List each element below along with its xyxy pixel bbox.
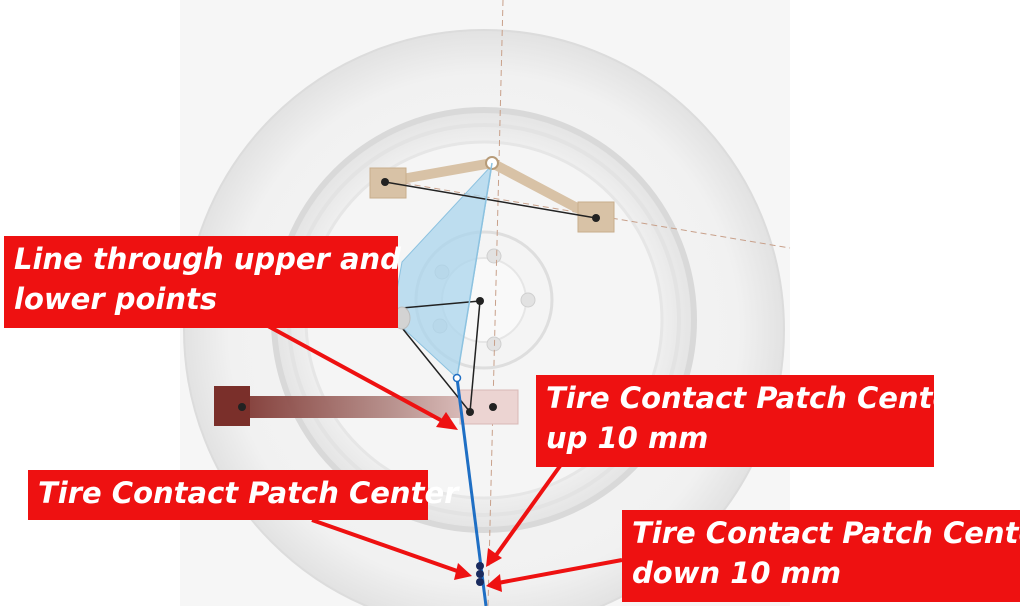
contact-patch-center-point	[476, 570, 484, 578]
leader-line-contact-down	[486, 558, 623, 592]
upper-arm-axis-line	[384, 181, 597, 219]
callout-line-through-points: Line through upper and lower points	[4, 236, 401, 328]
contact-patch-up-point	[476, 562, 484, 570]
upright-line-vertical	[469, 300, 481, 413]
upper-arm-pivot-right	[592, 214, 600, 222]
callout-contact-patch-down-line1: Tire Contact Patch Center	[632, 516, 1024, 550]
spindle-point	[476, 297, 484, 305]
leader-line-contact-up	[486, 464, 562, 567]
lug-hole	[520, 292, 536, 308]
callout-line-through-points-line2: lower points	[14, 282, 218, 316]
contact-patch-down-point	[476, 578, 484, 586]
callout-contact-patch-down: Tire Contact Patch Center down 10 mm	[622, 510, 1024, 602]
lower-arm-bar	[228, 396, 518, 418]
upper-arm-bushing-left	[369, 167, 407, 199]
lug-hole	[486, 248, 502, 264]
lower-ball-joint	[452, 373, 462, 383]
callout-contact-patch-up: Tire Contact Patch Center up 10 mm	[536, 375, 967, 467]
lower-arm-pivot	[489, 403, 497, 411]
upright-line-diagonal	[393, 317, 471, 413]
callout-line-through-points-line1: Line through upper and	[14, 242, 401, 276]
callout-contact-patch-center: Tire Contact Patch Center	[28, 470, 459, 520]
vertical-reference-line	[487, 0, 504, 606]
callout-contact-patch-up-line1: Tire Contact Patch Center	[546, 381, 967, 415]
lower-upright-point	[466, 408, 474, 416]
upper-arm-pivot-left	[381, 178, 389, 186]
leader-line-contact-center	[311, 518, 472, 580]
callout-contact-patch-center-line1: Tire Contact Patch Center	[38, 476, 459, 510]
callout-contact-patch-down-line2: down 10 mm	[632, 556, 842, 590]
upright-line-upper	[401, 300, 481, 309]
leader-line-steering	[267, 324, 458, 430]
tie-rod-pivot	[238, 403, 246, 411]
callout-contact-patch-up-line2: up 10 mm	[546, 421, 709, 455]
upright-upper-axis	[456, 162, 493, 379]
